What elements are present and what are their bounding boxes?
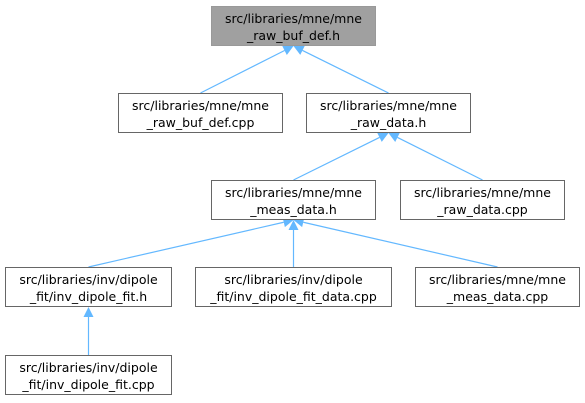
edge-arrowhead (293, 45, 305, 55)
edge-arrowhead (83, 307, 94, 317)
node-label-line: _meas_data.cpp (446, 289, 549, 304)
edge-arrowhead (282, 46, 294, 55)
node-label-line: _raw_data.cpp (437, 202, 528, 217)
node-inv-dipole-fit-h[interactable]: src/libraries/inv/dipole _fit/inv_dipole… (5, 267, 172, 307)
node-label-line: src/libraries/mne/mne (225, 11, 362, 26)
node-label-line: src/libraries/mne/mne (414, 185, 551, 200)
node-label-line: _fit/inv_dipole_fit_data.cpp (210, 289, 377, 304)
edge-line (200, 49, 285, 94)
node-label-line: src/libraries/inv/dipole (224, 272, 363, 287)
node-mne-raw-buf-def-cpp[interactable]: src/libraries/mne/mne _raw_buf_def.cpp (118, 93, 283, 133)
node-label-line: src/libraries/inv/dipole (19, 272, 158, 287)
edge-line (397, 136, 483, 181)
node-label-line: src/libraries/mne/mne (132, 98, 269, 113)
node-label-line: _raw_buf_def.h (246, 28, 341, 43)
node-label-line: src/libraries/mne/mne (225, 185, 362, 200)
edge-line (293, 136, 380, 181)
edge-arrowhead (288, 220, 299, 230)
node-label-line: _raw_buf_def.cpp (146, 115, 255, 130)
node-mne-meas-data-h[interactable]: src/libraries/mne/mne _meas_data.h (211, 180, 376, 220)
node-mne-raw-buf-def-h: src/libraries/mne/mne _raw_buf_def.h (211, 6, 376, 46)
node-label-line: src/libraries/mne/mne (429, 272, 566, 287)
edge-arrowhead (377, 132, 389, 142)
node-inv-dipole-fit-data-cpp[interactable]: src/libraries/inv/dipole _fit/inv_dipole… (195, 267, 392, 307)
edge-arrowhead (388, 133, 400, 142)
node-label-line: src/libraries/inv/dipole (19, 360, 158, 375)
node-label-line: _meas_data.h (250, 202, 337, 217)
node-label-line: _fit/inv_dipole_fit.h (29, 289, 148, 304)
node-label-line: _fit/inv_dipole_fit.cpp (22, 377, 155, 392)
node-label-line: _raw_data.h (350, 115, 427, 130)
edge-line (302, 49, 389, 94)
edge-line (303, 221, 498, 268)
edge-line (88, 221, 284, 268)
node-mne-raw-data-cpp[interactable]: src/libraries/mne/mne _raw_data.cpp (400, 180, 565, 220)
node-mne-raw-data-h[interactable]: src/libraries/mne/mne _raw_data.h (306, 93, 471, 133)
node-label-line: src/libraries/mne/mne (320, 98, 457, 113)
node-inv-dipole-fit-cpp[interactable]: src/libraries/inv/dipole _fit/inv_dipole… (5, 355, 172, 395)
node-mne-meas-data-cpp[interactable]: src/libraries/mne/mne _meas_data.cpp (415, 267, 580, 307)
